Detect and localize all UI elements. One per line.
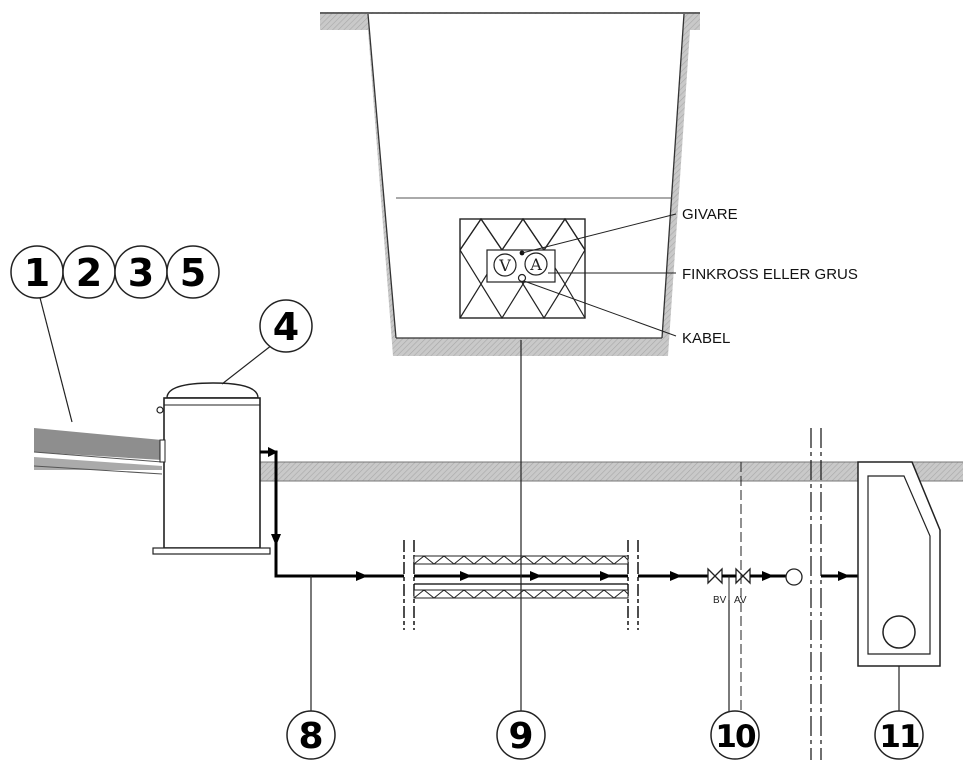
vessel-interior (368, 14, 684, 338)
leader-sensor (521, 213, 677, 254)
voltmeter-symbol: V (498, 256, 511, 275)
callout-circle-10 (710, 710, 760, 760)
tank-base (152, 547, 271, 555)
tank-body (163, 397, 261, 549)
vessel-pit (320, 12, 700, 356)
leader-cable (523, 280, 677, 337)
zigzag-bottom (459, 282, 586, 320)
label-valve-bv: BV (713, 595, 727, 606)
inlet-pipe (33, 428, 163, 475)
cabinet (857, 461, 941, 667)
ammeter-icon (524, 252, 548, 276)
pump-icon (785, 568, 803, 586)
callout-10: 10 (715, 719, 756, 755)
ammeter-symbol: A (529, 255, 542, 274)
label-cable: KABEL (682, 330, 730, 347)
tank-knob (156, 406, 164, 414)
label-fill: FINKROSS ELLER GRUS (682, 266, 858, 283)
voltmeter-icon (493, 253, 517, 277)
cabinet-tank-icon (882, 615, 916, 649)
sensor-box: V A (459, 217, 586, 320)
flow-arrow-3 (356, 571, 368, 581)
callout-circle-4 (259, 299, 313, 353)
tank (152, 382, 271, 555)
tank-inlet-flange (159, 439, 166, 463)
callout-1: 1 (24, 251, 50, 295)
flow-arrow-1 (268, 447, 278, 457)
flow-arrow-5 (762, 571, 774, 581)
callout-11: 11 (879, 719, 919, 755)
valves: BV AV (707, 567, 751, 606)
flow-arrow-4 (670, 571, 682, 581)
callout-4: 4 (273, 305, 299, 349)
callout-8: 8 (298, 716, 323, 757)
ground-band (255, 461, 963, 482)
tank-lid (166, 382, 259, 399)
label-sensor: GIVARE (682, 206, 738, 223)
valve-bv-icon (707, 567, 723, 585)
vessel-inner-right (661, 13, 685, 339)
vessel-inner-left (367, 13, 397, 339)
leader-tank (221, 344, 273, 385)
callout-5: 5 (180, 251, 206, 295)
flow-arrow-6 (838, 571, 850, 581)
callout-9: 9 (508, 716, 533, 757)
cable-ring (517, 273, 527, 283)
callout-circle-8 (286, 710, 336, 760)
valve-av-icon (735, 567, 751, 585)
callout-group: 1 2 3 5 (10, 245, 220, 299)
callout-3: 3 (128, 251, 154, 295)
callout-circle-9 (496, 710, 546, 760)
leader-group (37, 289, 73, 423)
flow-arrow-2 (271, 534, 281, 546)
callout-circle-11 (874, 710, 924, 760)
label-valve-av: AV (734, 595, 747, 606)
callout-2: 2 (76, 251, 102, 295)
zigzag-upper (459, 217, 586, 252)
